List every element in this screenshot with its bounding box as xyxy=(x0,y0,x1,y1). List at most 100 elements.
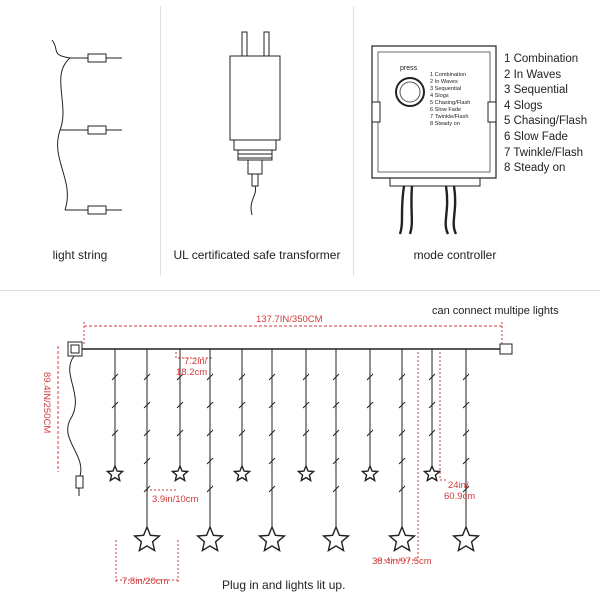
mode-item-5: 5 Chasing/Flash xyxy=(504,115,588,128)
strand-bulb-9 xyxy=(366,373,374,381)
strand-bulb-3 xyxy=(176,401,184,409)
mode-item-3: 3 Sequential xyxy=(504,84,568,97)
strand-bulb-1 xyxy=(111,401,119,409)
large-star-6 xyxy=(257,525,287,552)
strand-bulb-3 xyxy=(176,373,184,381)
divider-2 xyxy=(353,6,354,276)
strand-bulb-10 xyxy=(398,485,406,493)
spacing-large-label: 7.8in/20cm xyxy=(122,576,169,587)
mode-item-4: 4 Slogs xyxy=(504,99,543,112)
strand-bulb-1 xyxy=(111,373,119,381)
short-strand-label-b: 18.2cm xyxy=(176,367,208,378)
strand-bulb-12 xyxy=(462,429,470,437)
strand-bulb-6 xyxy=(268,457,276,465)
strand-bulb-6 xyxy=(268,485,276,493)
height-label: 89.4IN/250CM xyxy=(41,372,52,434)
large-star-12 xyxy=(451,525,481,552)
strand-bulb-8 xyxy=(332,373,340,381)
strand-bulb-12 xyxy=(462,373,470,381)
mode-controller-label: mode controller xyxy=(413,248,497,262)
strand-bulb-7 xyxy=(302,429,310,437)
strand-bulb-2 xyxy=(143,401,151,409)
controller-mode-7: 7 Twinkle/Flash xyxy=(430,114,469,120)
mode-list: 1 Combination 2 In Waves 3 Sequential 4 … xyxy=(504,52,587,177)
spacing-small-label: 3.9in/10cm xyxy=(152,494,199,505)
small-star-11 xyxy=(422,464,442,482)
strand-bulb-8 xyxy=(332,429,340,437)
small-star-7 xyxy=(296,464,316,482)
controller-mode-6: 6 Slow Fade xyxy=(430,107,462,113)
strand-bulb-4 xyxy=(206,373,214,381)
controller-mode-8: 8 Steady on xyxy=(430,121,460,127)
large-star-4 xyxy=(195,525,225,552)
total-width-label: 137.7IN/350CM xyxy=(256,314,323,325)
strand-bulb-9 xyxy=(366,429,374,437)
strand-bulb-11 xyxy=(428,373,436,381)
controller-mode-2: 2 In Waves xyxy=(430,79,458,85)
strand-bulb-5 xyxy=(238,401,246,409)
small-star-9 xyxy=(360,464,380,482)
strand-24-label-a: 24in/ xyxy=(448,480,469,491)
mode-controller-icon xyxy=(371,45,497,235)
strand-bulb-11 xyxy=(428,401,436,409)
strand-bulb-8 xyxy=(332,457,340,465)
small-star-1 xyxy=(105,464,125,482)
strand-bulb-1 xyxy=(111,429,119,437)
strand-bulb-10 xyxy=(398,401,406,409)
strand-bulb-2 xyxy=(143,457,151,465)
controller-mode-1: 1 Combination xyxy=(430,72,467,78)
strand-bulb-4 xyxy=(206,485,214,493)
large-star-8 xyxy=(321,525,351,552)
controller-press-label: press xyxy=(400,65,418,72)
controller-mode-list: 1 Combination 2 In Waves 3 Sequential 4 … xyxy=(430,72,470,128)
strand-bulb-4 xyxy=(206,401,214,409)
strand-bulb-11 xyxy=(428,429,436,437)
strand-bulb-2 xyxy=(143,373,151,381)
strand-bulb-8 xyxy=(332,485,340,493)
strand-bulb-10 xyxy=(398,429,406,437)
strand-bulb-5 xyxy=(238,373,246,381)
strand-bulb-6 xyxy=(268,373,276,381)
strand-bulb-12 xyxy=(462,401,470,409)
strand-bulb-2 xyxy=(143,485,151,493)
strand-bulb-12 xyxy=(462,457,470,465)
strand-bulb-6 xyxy=(268,429,276,437)
strand-bulb-6 xyxy=(268,401,276,409)
mode-item-6: 6 Slow Fade xyxy=(504,130,568,143)
divider-1 xyxy=(160,6,161,276)
transformer-label: UL certificated safe transformer xyxy=(173,248,341,262)
controller-mode-4: 4 Slogs xyxy=(430,93,449,99)
strand-bulb-12 xyxy=(462,485,470,493)
short-strand-label-a: 7.2in/ xyxy=(184,356,208,367)
strand-bulb-4 xyxy=(206,429,214,437)
large-star-2 xyxy=(132,525,162,552)
light-string-label: light string xyxy=(52,248,108,262)
controller-mode-5: 5 Chasing/Flash xyxy=(430,100,471,106)
strand-bulb-10 xyxy=(398,373,406,381)
bottom-note: Plug in and lights lit up. xyxy=(222,578,346,592)
large-star-10 xyxy=(387,525,417,552)
transformer-icon xyxy=(229,31,281,216)
mode-item-8: 8 Steady on xyxy=(504,162,566,175)
mode-item-7: 7 Twinkle/Flash xyxy=(504,146,584,159)
strand-24-label-b: 60.9cm xyxy=(444,491,476,502)
strand-bulb-2 xyxy=(143,429,151,437)
strand-bulb-9 xyxy=(366,401,374,409)
strand-bulb-8 xyxy=(332,401,340,409)
strand-bulb-10 xyxy=(398,457,406,465)
mode-item-1: 1 Combination xyxy=(504,53,579,65)
strand-bulb-3 xyxy=(176,429,184,437)
strand-bulb-4 xyxy=(206,457,214,465)
strand-long-label: 38.4in/97.5cm xyxy=(372,556,432,567)
strand-bulb-5 xyxy=(238,429,246,437)
small-star-5 xyxy=(232,464,252,482)
controller-mode-3: 3 Sequential xyxy=(430,86,462,92)
small-star-3 xyxy=(170,464,190,482)
divider-horizontal xyxy=(0,290,600,291)
light-string-icon xyxy=(51,39,122,215)
mode-item-2: 2 In Waves xyxy=(504,68,562,81)
connect-note: can connect multipe lights xyxy=(432,305,559,317)
strand-bulb-7 xyxy=(302,373,310,381)
strand-bulb-7 xyxy=(302,401,310,409)
